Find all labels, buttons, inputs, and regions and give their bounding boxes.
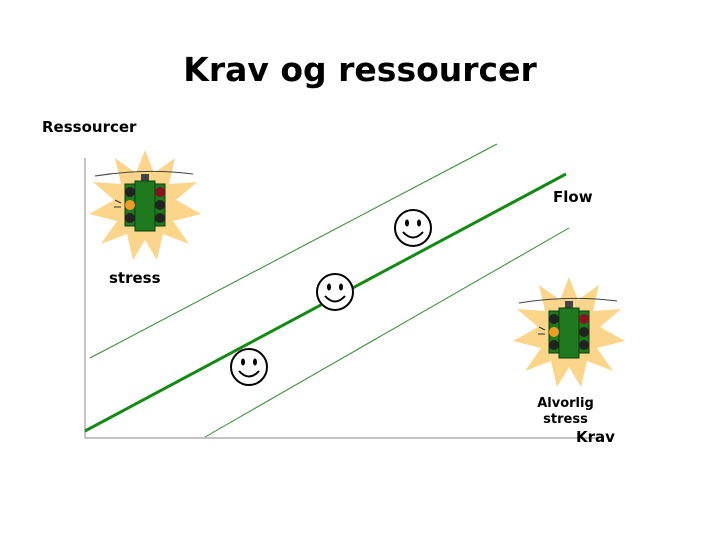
severe-stress-label-line1: Alvorlig [537, 396, 594, 411]
severe-stress-label: Alvorlig stress [528, 396, 603, 428]
flow-label: Flow [553, 188, 593, 206]
severe-stress-label-line2: stress [543, 412, 588, 427]
lower-band-line [204, 227, 570, 438]
x-axis-label: Krav [576, 428, 615, 446]
upper-band-line [89, 143, 498, 359]
smiley-face-icon [316, 273, 354, 311]
y-axis-label: Ressourcer [42, 118, 137, 136]
traffic-light-icon [513, 277, 625, 387]
traffic-light-icon [89, 150, 201, 260]
slide-title: Krav og ressourcer [183, 50, 537, 89]
smiley-face-icon [230, 348, 268, 386]
stress-label: stress [109, 269, 161, 287]
smiley-face-icon [394, 209, 432, 247]
